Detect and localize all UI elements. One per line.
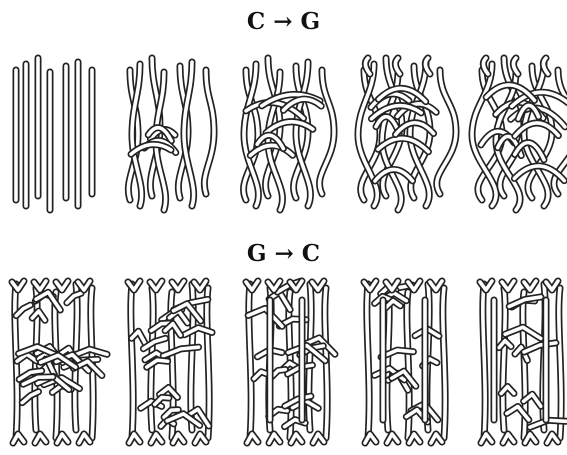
bottom-panel-1 (12, 281, 107, 443)
network-tube (249, 284, 251, 438)
bottom-panel-3 (246, 281, 335, 443)
network-tube (559, 288, 561, 438)
branch-tip (129, 434, 140, 443)
network-link (524, 343, 556, 352)
network-link (248, 308, 282, 326)
branch-tip (503, 434, 514, 443)
branch-tip (524, 281, 536, 290)
tube-hook (395, 58, 400, 74)
branch-tip (79, 434, 90, 443)
tube-hook (543, 58, 548, 74)
tube-hook (513, 58, 518, 74)
branch-tip (409, 434, 420, 443)
top-panel-5 (472, 58, 567, 210)
network-tube (207, 288, 209, 438)
branch-tip (481, 434, 492, 443)
bottom-row-sequence (12, 281, 566, 443)
bottom-panel-5 (480, 281, 566, 443)
network-link (184, 328, 212, 335)
bottom-panel-4 (364, 281, 445, 443)
top-row-sequence (16, 58, 567, 210)
branch-tip (430, 281, 442, 290)
branch-tip (247, 434, 258, 443)
network-tube (503, 288, 505, 430)
branch-tip (431, 434, 442, 443)
network-tube (483, 284, 485, 438)
tube (204, 70, 214, 194)
top-panel-4 (358, 58, 456, 210)
branch-tip (172, 281, 184, 290)
branch-tip (151, 434, 162, 443)
top-panel-1 (16, 58, 92, 210)
branch-tip (387, 434, 398, 443)
network-tube (367, 284, 369, 438)
network-link (501, 386, 514, 393)
branch-tip (34, 281, 46, 290)
branch-tip (312, 281, 324, 290)
branch-tip (365, 434, 376, 443)
tube-hook (483, 58, 488, 74)
branch-tip (194, 281, 206, 290)
branch-tip (547, 434, 558, 443)
branch-tip (386, 281, 398, 290)
branch-tip (173, 434, 184, 443)
branch-tip (150, 281, 162, 290)
branch-tip (13, 434, 24, 443)
branch-tip (291, 434, 302, 443)
bottom-panel-2 (128, 281, 212, 443)
network-tube (131, 284, 133, 438)
top-panel-2 (128, 58, 214, 210)
network-link (386, 301, 401, 308)
branch-tip (269, 434, 280, 443)
branch-tip (313, 434, 324, 443)
tube-bridge (131, 144, 171, 154)
branch-tip (525, 434, 536, 443)
branch-tip (57, 434, 68, 443)
top-panel-3 (244, 58, 334, 210)
branch-tip (268, 281, 280, 290)
network-tube (309, 284, 311, 430)
branch-tip (35, 434, 46, 443)
tube-hook (425, 58, 430, 74)
branch-tip (195, 434, 206, 443)
tube-hook (365, 58, 370, 74)
tube (437, 70, 456, 194)
tube (320, 70, 334, 194)
branch-tip (546, 281, 558, 290)
branch-tip (502, 281, 514, 290)
branch-tip (56, 281, 68, 290)
network-link (147, 360, 168, 367)
network-tube (443, 288, 445, 438)
branch-tip (78, 281, 90, 290)
